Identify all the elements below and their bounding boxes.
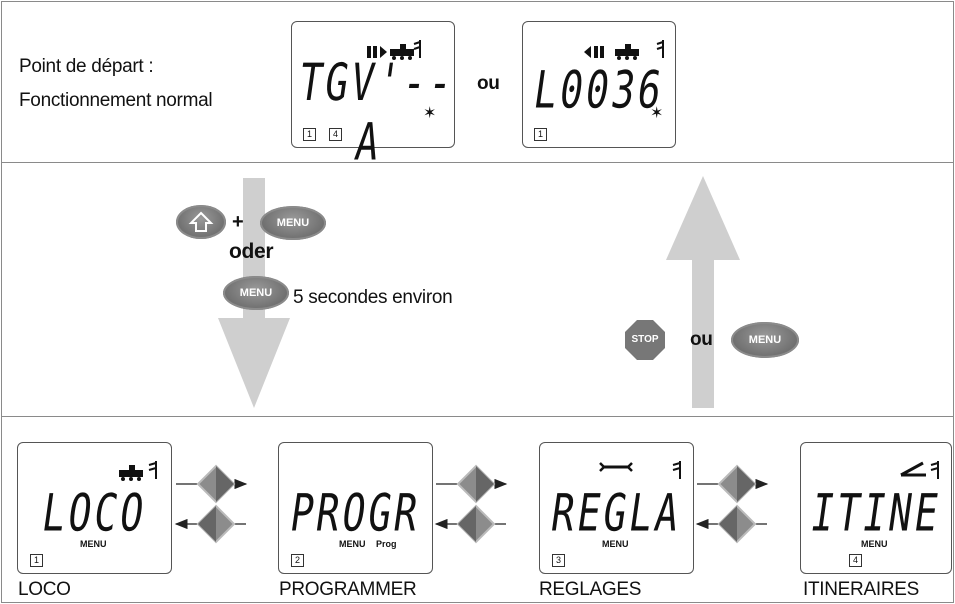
- caption-reglages: REGLAGES: [539, 579, 642, 600]
- display-l0036: L0036 ✶ 1: [522, 21, 676, 148]
- display-tgv: TGV'--A ✶ 1 4: [291, 21, 459, 171]
- menu-screen-itine[interactable]: ITINE MENU 4: [800, 442, 952, 574]
- menu-indicator: MENU: [602, 539, 629, 549]
- star-icon: ✶: [423, 105, 437, 122]
- menu-screen-loco[interactable]: LOCO MENU 1: [17, 442, 172, 574]
- nav-pair-3: [695, 464, 769, 544]
- menu-indicator: MENU: [861, 539, 888, 549]
- oder-text: oder: [229, 240, 274, 263]
- menu-screen-text: REGLA: [547, 483, 686, 543]
- caption-loco: LOCO: [18, 579, 71, 600]
- shift-button[interactable]: [176, 205, 226, 239]
- menu-button-2[interactable]: MENU: [223, 276, 289, 310]
- caption-itineraires: ITINERAIRES: [803, 579, 919, 600]
- divider-top: [1, 162, 954, 163]
- direction-forward-locomotive-icon: [367, 40, 421, 60]
- prog-indicator: Prog: [376, 539, 397, 549]
- menu-screen-regla[interactable]: REGLA MENU 3: [539, 442, 694, 574]
- screen-key: 1: [30, 554, 43, 567]
- screen-key: 3: [552, 554, 565, 567]
- menu-screen-text: PROGR: [286, 483, 425, 543]
- plus-sign: +: [232, 211, 244, 233]
- turnout-icon: [900, 461, 939, 479]
- menu-button-3[interactable]: MENU: [731, 322, 799, 358]
- start-label: Point de départ :: [19, 56, 154, 77]
- nav-pair-1: [174, 464, 248, 544]
- screen-key: 2: [291, 554, 304, 567]
- nav-pair-2: [434, 464, 508, 544]
- star-icon: ✶: [650, 105, 664, 122]
- menu-screen-text: ITINE: [807, 483, 945, 543]
- hold-duration-text: 5 secondes environ: [293, 287, 453, 308]
- up-arrow: [666, 176, 740, 408]
- fn-key-1: 1: [303, 128, 316, 141]
- or-text-middle: ou: [690, 329, 713, 350]
- menu-screen-progr[interactable]: PROGR MENU Prog 2: [278, 442, 433, 574]
- normal-operation-label: Fonctionnement normal: [19, 90, 213, 111]
- wrench-icon: [599, 461, 681, 479]
- or-text-top: ou: [477, 73, 500, 94]
- shift-arrow-icon: [188, 211, 214, 232]
- caption-programmer: PROGRAMMER: [279, 579, 417, 600]
- fn-key-4: 4: [329, 128, 342, 141]
- menu-button-1[interactable]: MENU: [260, 206, 326, 240]
- menu-indicator: MENU: [339, 539, 366, 549]
- menu-indicator: MENU: [80, 539, 107, 549]
- divider-bottom: [1, 416, 954, 417]
- fn-key-1: 1: [534, 128, 547, 141]
- menu-screen-text: LOCO: [38, 483, 151, 543]
- stop-button[interactable]: STOP: [625, 320, 665, 360]
- locomotive-icon: [119, 461, 157, 481]
- direction-reverse-locomotive-icon: [584, 40, 664, 60]
- screen-key: 4: [849, 554, 862, 567]
